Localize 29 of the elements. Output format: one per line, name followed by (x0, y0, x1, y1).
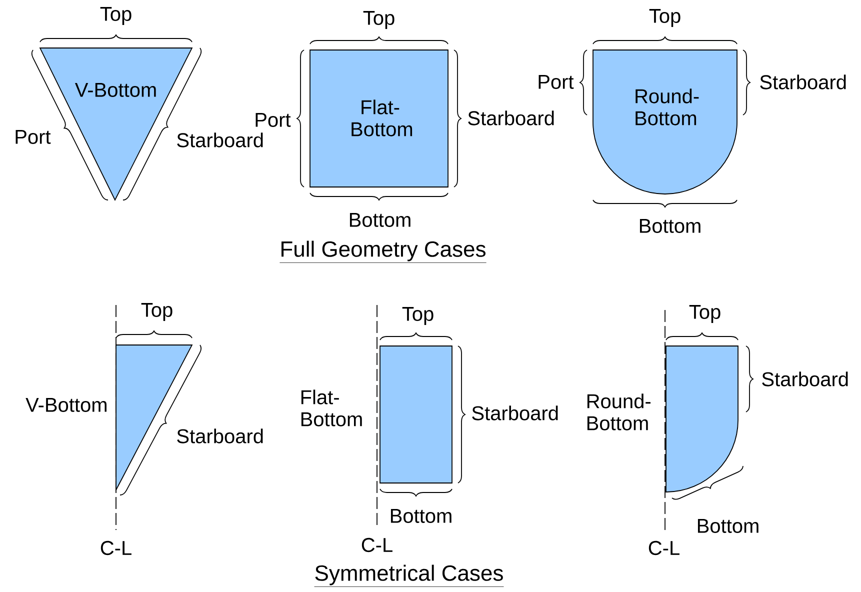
centerline-label: C-L (362, 538, 392, 552)
side-label: Port (538, 75, 574, 89)
side-label: Top (141, 303, 172, 321)
side-label: Top (363, 11, 394, 29)
node-label: Flat-Bottom (301, 390, 362, 426)
hull-section: Round-Bottom (592, 50, 738, 194)
side-label: Starboard (760, 74, 846, 90)
side-label: Bottom (390, 509, 452, 523)
hull-section: Round-Bottom (587, 346, 738, 492)
side-label: Bottom (350, 213, 410, 227)
side-label: Starboard (177, 428, 263, 444)
centerline-label: C-L (100, 540, 132, 556)
side-label: Top (402, 307, 434, 325)
centerline-label: C-L (648, 540, 680, 556)
side-label: Starboard (762, 372, 848, 386)
hull-section: Flat-Bottom (310, 50, 448, 188)
side-label: Top (100, 7, 132, 25)
side-label: Bottom (698, 519, 758, 533)
side-label: Port (256, 113, 291, 127)
side-label: Top (649, 9, 680, 27)
section-heading: Full Geometry Cases (280, 240, 486, 263)
section-heading: Symmetrical Cases (314, 564, 504, 587)
node-label: V-Bottom (26, 398, 106, 412)
hull-section: Flat-Bottom (301, 346, 452, 484)
side-label: Bottom (640, 219, 700, 233)
side-label: Starboard (472, 406, 558, 420)
side-label: Top (689, 305, 720, 323)
node-label: Round-Bottom (587, 394, 650, 430)
side-label: Starboard (468, 110, 554, 126)
